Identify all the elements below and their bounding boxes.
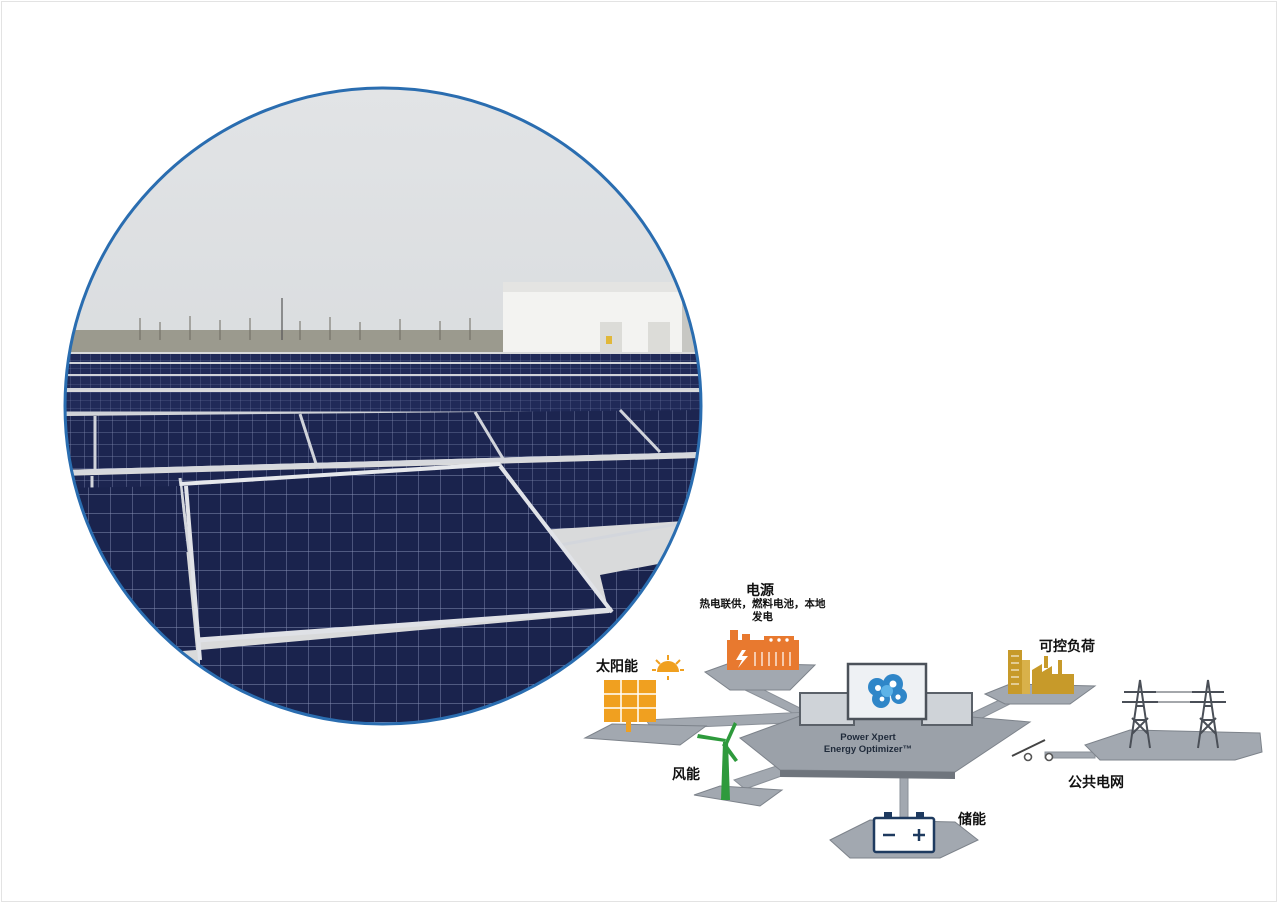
power-source-subtitle: 热电联供，燃料电池，本地发电	[699, 598, 826, 623]
storage-node	[829, 812, 979, 859]
power-source-title: 电源	[746, 583, 774, 599]
wind-node	[693, 722, 784, 807]
solar-panel-icon	[604, 680, 656, 732]
solar-node	[583, 655, 708, 746]
photo-circle-border	[63, 86, 703, 726]
factory-building-icon	[1008, 650, 1074, 694]
sun-icon	[652, 655, 684, 680]
power-source-node	[703, 630, 817, 691]
grid-switch-icon	[1011, 739, 1054, 762]
optimizer-label-line1: Power Xpert	[840, 732, 896, 743]
battery-icon	[872, 812, 936, 854]
public-grid-node	[1084, 679, 1263, 761]
optimizer-computer-icon	[799, 662, 973, 726]
solar-panel-rows-far	[65, 354, 700, 415]
controllable-load-label: 可控负荷	[1039, 639, 1095, 655]
controllable-load-node	[983, 650, 1097, 705]
solar-label: 太阳能	[596, 659, 638, 675]
optimizer-label-line2: Energy Optimizer™	[823, 744, 913, 755]
optimizer-label: Power Xpert Energy Optimizer™	[812, 732, 924, 756]
wind-turbine-icon	[697, 722, 738, 800]
transmission-tower-icon	[1122, 679, 1226, 749]
power-plant-icon	[727, 630, 799, 670]
wind-label: 风能	[672, 767, 700, 783]
storage-label: 储能	[958, 812, 986, 828]
public-grid-label: 公共电网	[1068, 775, 1124, 791]
